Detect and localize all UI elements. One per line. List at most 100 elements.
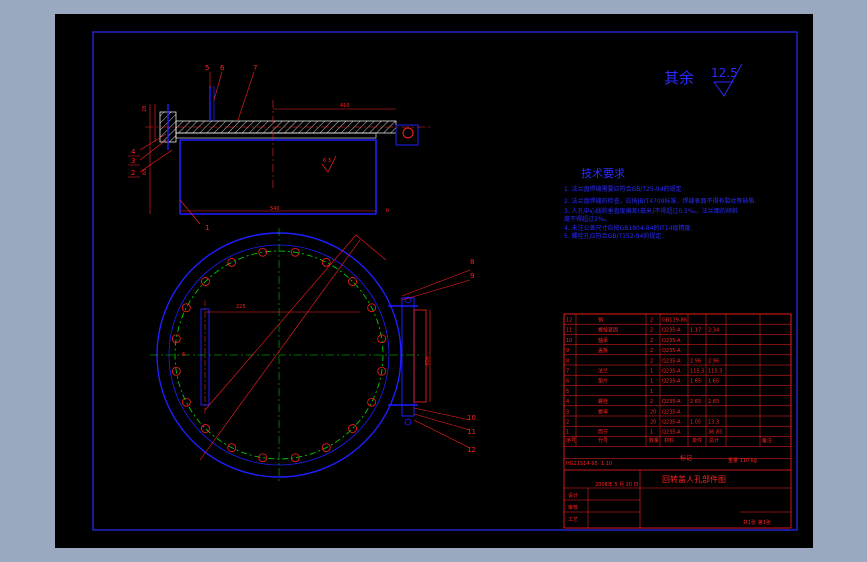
bolt-hole bbox=[171, 366, 181, 376]
bom-cell-name: 垫片 bbox=[598, 378, 608, 385]
bom-cell-no: 1 bbox=[566, 430, 569, 436]
requirement-line: 2. 法兰盘焊缝的检查，应按JB/T4709标准，焊缝表面不得有裂纹等缺陷. bbox=[564, 197, 756, 205]
dim-top-text: 410 bbox=[340, 103, 350, 109]
bom-cell-no: 10 bbox=[566, 338, 572, 344]
balloon-2: 2 bbox=[131, 169, 135, 177]
balloon-4: 4 bbox=[131, 148, 136, 156]
bom-cell-material: Q235-A bbox=[662, 348, 681, 354]
bom-header-code: 代号 bbox=[598, 437, 608, 444]
bolt-hole bbox=[367, 303, 377, 313]
surface-finish-symbol: 其余 12.5 bbox=[664, 63, 743, 97]
bolt-hole bbox=[290, 247, 300, 257]
bolt-hole bbox=[290, 453, 300, 463]
bom-cell-unit-weight: 2.65 bbox=[690, 399, 701, 405]
requirement-line: 5. 螺栓孔应符合GB/T152-94的规定. bbox=[564, 232, 663, 240]
bom-cell-no: 11 bbox=[566, 328, 572, 334]
finish-mark-icon bbox=[321, 155, 337, 173]
bom-header-note: 备注 bbox=[762, 437, 772, 444]
leader-lines bbox=[139, 71, 255, 225]
plan-view[interactable]: 225 400 6 8 9 10 11 12 bbox=[150, 228, 476, 484]
dim-bottom-text: 540 bbox=[270, 206, 280, 212]
bom-cell-qty: 20 bbox=[650, 420, 656, 426]
spec-scale: 1:10 bbox=[601, 461, 612, 467]
bom-cell-total-weight: 2.65 bbox=[708, 399, 719, 405]
balloon-9: 9 bbox=[470, 272, 474, 280]
bom-cell-total-weight: 13.3 bbox=[708, 420, 719, 426]
bom-cell-name: 盖板 bbox=[598, 347, 608, 354]
bolt-hole bbox=[367, 397, 377, 407]
hinge-nut bbox=[404, 296, 412, 304]
tb-sheet: 共1张 第1张 bbox=[743, 519, 771, 526]
plan-dimension-lines bbox=[199, 234, 471, 461]
finish-label: 其余 bbox=[664, 69, 694, 87]
bom-cell-total-weight: 1.65 bbox=[708, 379, 719, 385]
balloon-7: 7 bbox=[253, 64, 257, 72]
bolt-holes bbox=[171, 247, 387, 463]
bom-cell-no: 5 bbox=[566, 389, 569, 395]
requirements-title: 技术要求 bbox=[581, 167, 625, 180]
hinge-nut bbox=[404, 418, 412, 426]
tb-date: 2008年 5 月 20 日 bbox=[595, 481, 639, 488]
sheet-border bbox=[92, 31, 798, 531]
bom-cell-qty: 1 bbox=[650, 369, 653, 375]
bom-cell-name: 法兰 bbox=[598, 368, 608, 375]
bom-cell-material: GB119-86 bbox=[662, 318, 687, 324]
bom-cell-no: 12 bbox=[566, 318, 572, 324]
bom-header-w2: 总计 bbox=[709, 437, 719, 444]
bolt-hole bbox=[321, 257, 331, 267]
bom-cell-qty: 2 bbox=[650, 338, 653, 344]
bom-cell-material: Q235-A bbox=[662, 338, 681, 344]
drawing-canvas[interactable] bbox=[55, 14, 813, 548]
bom-cell-name: 筒节 bbox=[598, 429, 608, 436]
bom-cell-qty: 2 bbox=[650, 348, 653, 354]
tb-title: 回转盖人孔部件图 bbox=[662, 474, 726, 484]
spec-drawing-no: HG21514-95 bbox=[566, 461, 598, 467]
bom-cell-name: 销 bbox=[598, 317, 603, 324]
balloon-3: 3 bbox=[131, 157, 135, 165]
bom-header-mat: 材料 bbox=[664, 437, 674, 444]
bom-header-no: 序号 bbox=[566, 437, 576, 444]
bolt-hole bbox=[181, 397, 191, 407]
balloon-5: 5 bbox=[205, 64, 209, 72]
bolt-hole bbox=[201, 277, 210, 286]
hinge-plate bbox=[413, 309, 427, 403]
bom-cell-qty: 1 bbox=[650, 379, 653, 385]
bom-cell-no: 3 bbox=[566, 409, 569, 415]
dim-left-h1: 28 bbox=[142, 106, 148, 112]
bom-cell-name: 螺栓 bbox=[598, 398, 608, 405]
requirement-line: 1. 法兰盘焊缝需要应符合GB/T25-94的规定. bbox=[564, 185, 684, 193]
balloon-6: 6 bbox=[220, 64, 225, 72]
balloon-1: 1 bbox=[205, 224, 209, 232]
bom-cell-material: Q235-A bbox=[662, 430, 681, 436]
dim-left-h2: 65 bbox=[142, 169, 148, 175]
dim-slot-text: 225 bbox=[236, 304, 246, 310]
bom-cell-total-weight: 2.34 bbox=[708, 328, 719, 334]
spec-weight: 重量 110 kg bbox=[728, 457, 757, 464]
bom-cell-material: Q235-A bbox=[662, 358, 681, 364]
bom-grid bbox=[563, 313, 792, 459]
bom-cell-material: Q235-A bbox=[662, 399, 681, 405]
dim-right-text: 400 bbox=[423, 356, 429, 366]
dim-center-text: 6 bbox=[182, 352, 185, 358]
bom-header-qty: 数量 bbox=[649, 437, 659, 444]
section-view[interactable]: 410 540 b 28 65 6.3 5 6 7 4 3 2 1 bbox=[128, 64, 430, 232]
bom-cell-material: Q235-A bbox=[662, 328, 681, 334]
bom-cell-unit-weight: 115.3 bbox=[690, 369, 704, 375]
technical-requirements: 技术要求 1. 法兰盘焊缝需要应符合GB/T25-94的规定. 2. 法兰盘焊缝… bbox=[564, 167, 756, 240]
bolt-hole bbox=[258, 453, 268, 463]
spec-label: 标记 bbox=[680, 454, 692, 462]
bolt-hole bbox=[181, 303, 191, 313]
bom-cell-qty: 1 bbox=[650, 389, 653, 395]
bom-cell-qty: 2 bbox=[650, 318, 653, 324]
bolt-hole bbox=[321, 443, 331, 453]
tb-role: 工艺 bbox=[568, 517, 578, 523]
tb-role: 审核 bbox=[568, 504, 578, 511]
balloon-12: 12 bbox=[467, 446, 476, 454]
bom-cell-unit-weight: 2.96 bbox=[690, 358, 701, 364]
balloon-8: 8 bbox=[470, 258, 474, 266]
bom-cell-no: 2 bbox=[566, 420, 569, 426]
bolt-hole bbox=[377, 334, 387, 344]
bolt-hole bbox=[201, 424, 210, 433]
bom-cell-name: 螺栓紧固 bbox=[598, 327, 618, 334]
